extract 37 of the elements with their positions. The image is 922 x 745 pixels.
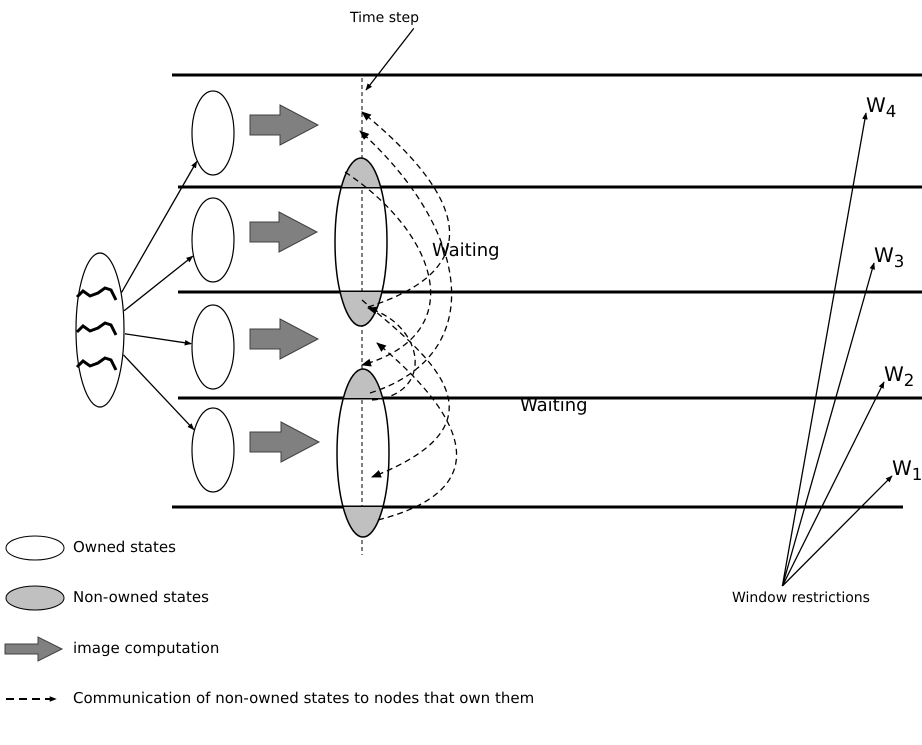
arrow [123, 354, 194, 430]
arrow [782, 112, 868, 586]
window-label: W$_{4}$ [866, 93, 896, 121]
state-ellipse [190, 303, 236, 391]
dashed-arrow [367, 307, 416, 401]
dashed-arrow [359, 130, 452, 394]
partitioned-state-ellipse [333, 156, 389, 328]
state-ellipse [190, 196, 236, 284]
arrow [124, 333, 192, 346]
dashed-arrow [376, 342, 457, 521]
annotation-text: Time step [350, 10, 419, 26]
dashed-arrow [344, 171, 432, 366]
arrow [782, 476, 892, 586]
block-arrow [250, 421, 320, 463]
annotation-text: Window restrictions [732, 590, 870, 606]
state-ellipse [190, 406, 236, 494]
block-arrow [250, 104, 320, 146]
window-label: W$_{2}$ [884, 362, 914, 390]
legend-text: Owned states [73, 538, 176, 556]
arrow [121, 160, 198, 293]
block-arrow [250, 211, 318, 253]
arrow [124, 256, 194, 312]
legend-text: image computation [73, 639, 220, 657]
dashed-arrow [361, 111, 450, 308]
dashed-arrow [362, 300, 450, 478]
arrow [365, 28, 414, 91]
legend-text: Non-owned states [73, 588, 209, 606]
state-ellipse [190, 89, 236, 177]
lane-label: Waiting [432, 240, 500, 261]
window-label: W$_{1}$ [892, 456, 922, 484]
window-label: W$_{3}$ [874, 243, 904, 271]
block-arrow [250, 318, 320, 360]
arrow [782, 262, 875, 586]
split-state-ellipse [74, 251, 126, 409]
arrow [782, 381, 885, 586]
legend-text: Communication of non-owned states to nodes that own them [73, 689, 534, 707]
partitioned-state-ellipse [335, 367, 391, 539]
